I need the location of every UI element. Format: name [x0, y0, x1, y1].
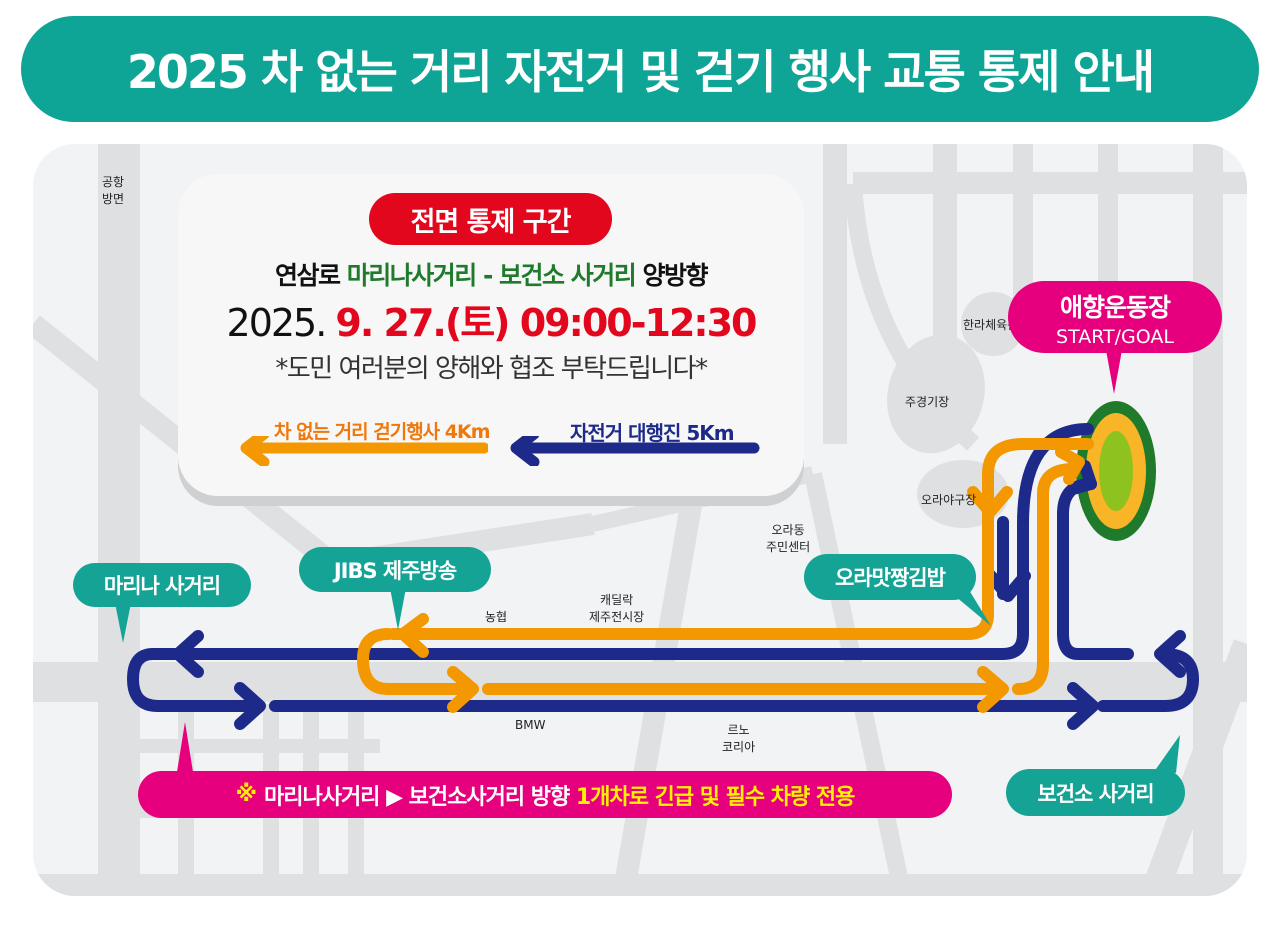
hanra-gym-label: 한라체육관: [963, 318, 1019, 332]
road-section-text: 연삼로 마리나사거리 - 보건소 사거리 양방향: [275, 261, 708, 290]
bike-legend-label: 자전거 대행진 5Km: [570, 421, 735, 445]
page-title: 2025 차 없는 거리 자전거 및 걷기 행사 교통 통제 안내: [21, 16, 1259, 122]
notice-pointer: [177, 722, 193, 772]
map-background: [33, 144, 1247, 896]
walk-legend-label: 차 없는 거리 걷기행사 4Km: [274, 421, 491, 443]
walk-route: [357, 438, 1094, 695]
bmw-label: BMW: [515, 718, 546, 732]
ora-pointer: [955, 590, 991, 626]
marina-intersection-callout: 마리나 사거리: [73, 563, 251, 607]
walk-arrow-icon: [240, 436, 488, 466]
baseball-stadium-label: 오라야구장: [921, 493, 977, 507]
health-center-pointer: [1156, 735, 1180, 773]
jibs-pointer: [390, 588, 406, 630]
request-text: *도민 여러분의 양해와 협조 부탁드립니다*: [275, 354, 708, 384]
jibs-callout: JIBS 제주방송: [299, 547, 491, 592]
health-center-intersection-callout: 보건소 사거리: [1006, 769, 1185, 816]
start-pointer: [1106, 350, 1122, 394]
info-panel: 전면 통제 구간 연삼로 마리나사거리 - 보건소 사거리 양방향 2025. …: [178, 174, 804, 496]
bike-arrow-icon: [510, 436, 760, 466]
lane-notice: ※ 마리나사거리 ▶ 보건소사거리 방향 1개차로 긴급 및 필수 차량 전용: [138, 771, 952, 818]
ora-restaurant-callout: 오라맛짱김밥: [804, 554, 976, 600]
control-section-badge: 전면 통제 구간: [369, 193, 612, 245]
start-goal-callout: 애향운동장 START/GOAL: [1008, 281, 1222, 353]
nonghyup-label: 농협: [485, 610, 508, 624]
main-stadium-label: 주경기장: [905, 395, 950, 409]
date-time-text: 2025. 9. 27.(토) 09:00-12:30: [226, 301, 758, 345]
marina-pointer: [115, 603, 131, 643]
